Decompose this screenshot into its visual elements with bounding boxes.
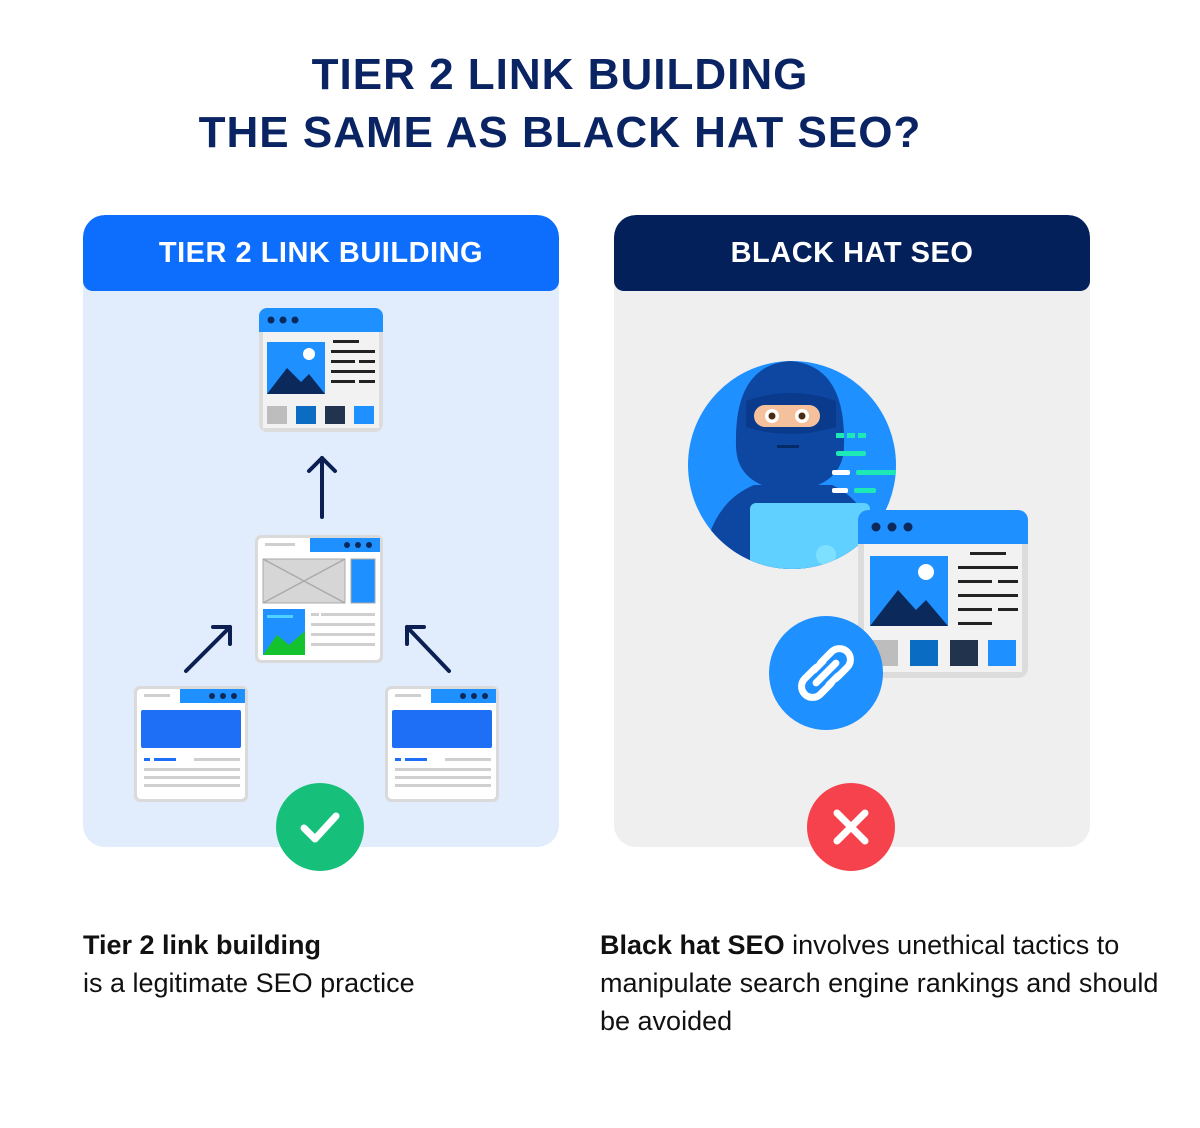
black-hat-panel: BLACK HAT SEO bbox=[614, 215, 1090, 847]
tier2-link-diagram bbox=[134, 308, 499, 802]
title-line-2: THE SAME AS BLACK HAT SEO? bbox=[198, 108, 922, 157]
checkmark-icon bbox=[276, 783, 364, 871]
arrow-up-icon bbox=[307, 456, 337, 519]
black-hat-caption-text: involves unethical tactics to manipulate… bbox=[600, 930, 1159, 1036]
tier2-panel-header: TIER 2 LINK BUILDING bbox=[83, 215, 559, 291]
black-hat-caption: Black hat SEO involves unethical tactics… bbox=[600, 926, 1160, 1040]
title-line-1: TIER 2 LINK BUILDING bbox=[311, 50, 809, 99]
arrow-up-left-icon bbox=[405, 625, 451, 673]
middle-webpage-icon bbox=[255, 535, 383, 663]
black-hat-panel-header: BLACK HAT SEO bbox=[614, 215, 1090, 291]
cross-icon bbox=[807, 783, 895, 871]
link-icon bbox=[769, 616, 883, 730]
black-hat-caption-bold: Black hat SEO bbox=[600, 930, 785, 960]
bottom-right-webpage-icon bbox=[385, 686, 499, 802]
bottom-left-webpage-icon bbox=[134, 686, 248, 802]
tier2-caption: Tier 2 link building is a legitimate SEO… bbox=[83, 926, 563, 1002]
tier2-caption-bold: Tier 2 link building bbox=[83, 930, 322, 960]
black-hat-illustration bbox=[688, 361, 1028, 730]
arrow-up-right-icon bbox=[184, 625, 232, 673]
top-webpage-icon bbox=[259, 308, 383, 432]
tier2-panel: TIER 2 LINK BUILDING bbox=[83, 215, 559, 847]
hacker-icon bbox=[688, 361, 896, 569]
tier2-caption-text: is a legitimate SEO practice bbox=[83, 968, 415, 998]
webpage-icon bbox=[858, 510, 1028, 678]
